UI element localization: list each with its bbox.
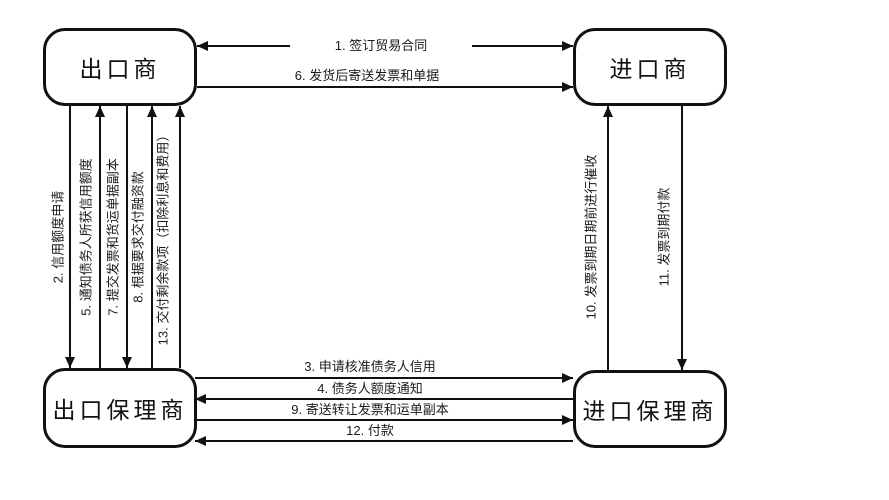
edge-label-7: 7. 提交发票和货运单据副本	[105, 158, 121, 316]
arrowhead-right-icon-6	[562, 82, 573, 92]
arrowhead-down-icon-11	[677, 359, 687, 370]
edge-line-2	[69, 106, 71, 368]
edge-label-9: 9. 寄送转让发票和运单副本	[291, 402, 449, 417]
edge-label-6: 6. 发货后寄送发票和单据	[294, 68, 440, 83]
edge-line-3	[195, 377, 573, 379]
edge-line-7	[126, 106, 128, 368]
edge-label-12: 12. 付款	[346, 423, 394, 438]
edge-label-2: 2. 信用额度申请	[50, 190, 66, 284]
edge-label-11: 11. 发票到期付款	[656, 187, 672, 287]
edge-line-12	[195, 440, 573, 442]
arrowhead-up-icon-8	[147, 106, 157, 117]
node-importer: 进口商	[573, 28, 727, 106]
arrowhead-down-icon-7	[122, 357, 132, 368]
arrowhead-right-icon-1	[562, 41, 573, 51]
edge-line-10	[607, 106, 609, 370]
edge-label-8: 8. 根据要求交付融资款	[130, 171, 146, 303]
arrowhead-up-icon-13	[175, 106, 185, 117]
edge-label-3: 3. 申请核准债务人信用	[304, 359, 436, 374]
edge-line-9	[195, 419, 573, 421]
edge-line-13	[179, 106, 181, 368]
arrowhead-left-icon-4	[195, 394, 206, 404]
edge-line-6	[197, 86, 573, 88]
node-exporter-label: 出口商	[79, 56, 161, 82]
edge-label-4: 4. 债务人额度通知	[317, 381, 423, 396]
edge-label-10: 10. 发票到期日期前进行催收	[583, 154, 599, 320]
arrowhead-down-icon-2	[65, 357, 75, 368]
node-import-factor-label: 进口保理商	[582, 398, 718, 424]
edge-line-4	[195, 398, 573, 400]
edge-line-8	[151, 106, 153, 368]
arrowhead-up-icon-5	[95, 106, 105, 117]
arrowhead-left-icon-1	[197, 41, 208, 51]
node-import-factor: 进口保理商	[573, 370, 727, 448]
node-exporter: 出口商	[43, 28, 197, 106]
node-importer-label: 进口商	[609, 56, 691, 82]
edge-label-5: 5. 通知债务人所获信用额度	[78, 158, 94, 316]
arrowhead-left-icon-12	[195, 436, 206, 446]
arrowhead-right-icon-9	[562, 415, 573, 425]
arrowhead-right-icon-3	[562, 373, 573, 383]
edge-line-11	[681, 106, 683, 370]
node-export-factor: 出口保理商	[43, 368, 197, 448]
edge-label-13: 13. 交付剩余款项（扣除利息和费用）	[155, 128, 171, 346]
arrowhead-up-icon-10	[603, 106, 613, 117]
node-export-factor-label: 出口保理商	[52, 397, 188, 423]
edge-line-5	[99, 106, 101, 368]
edge-label-1: 1. 签订贸易合同	[290, 38, 472, 54]
